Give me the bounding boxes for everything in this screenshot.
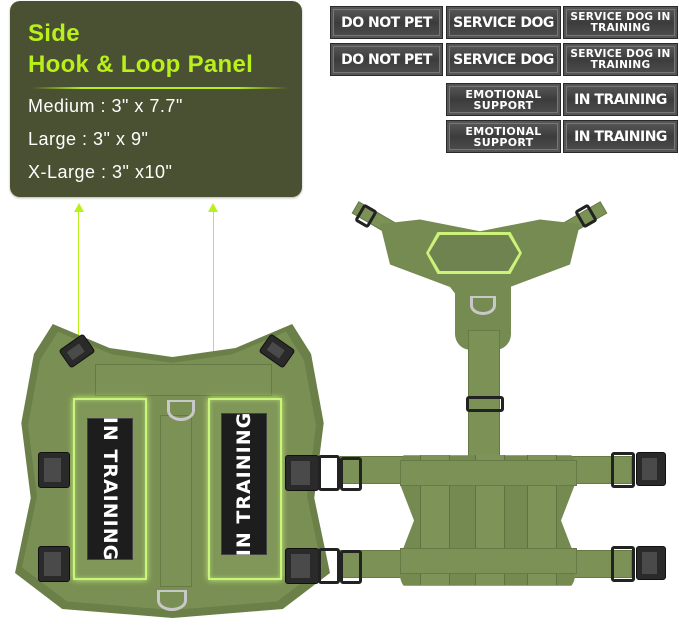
vest-handle xyxy=(160,415,192,587)
guide-line-right xyxy=(213,210,214,400)
size-large: Large : 3" x 9" xyxy=(28,129,149,149)
center-strap xyxy=(468,330,500,457)
strap-slider xyxy=(318,548,340,584)
d-ring-icon xyxy=(167,400,195,421)
arrow-up-icon xyxy=(74,203,84,212)
hook-loop-panel-chest xyxy=(429,235,519,271)
info-title-panel: Hook & Loop Panel xyxy=(28,51,254,78)
d-ring-icon xyxy=(470,296,496,315)
buckle-icon xyxy=(636,452,666,486)
patch-do-not-pet: DO NOT PET xyxy=(330,6,443,39)
strap-slider xyxy=(318,455,340,491)
buckle-icon xyxy=(285,548,319,584)
strap-slider xyxy=(340,550,362,584)
patch-do-not-pet: DO NOT PET xyxy=(330,43,443,76)
strap-slider xyxy=(611,452,635,488)
strap-slider xyxy=(466,396,504,412)
buckle-icon xyxy=(636,546,666,580)
buckle-icon xyxy=(38,546,70,582)
arrow-up-icon xyxy=(208,203,218,212)
patch-service-dog: SERVICE DOG xyxy=(446,6,561,39)
patch-emotional-support: EMOTIONAL SUPPORT xyxy=(446,120,561,153)
patch-service-dog: SERVICE DOG xyxy=(446,43,561,76)
size-info-box: Side Hook & Loop Panel Medium : 3" x 7.7… xyxy=(10,1,302,197)
divider xyxy=(32,87,288,89)
vest-top-strap xyxy=(95,364,272,396)
d-ring-icon xyxy=(157,590,187,611)
strap-slider xyxy=(611,546,635,582)
info-title-side: Side xyxy=(28,20,80,47)
strap-slider xyxy=(340,457,362,491)
patch-service-dog-in-training: SERVICE DOG IN TRAINING xyxy=(563,6,678,39)
patch-service-dog-in-training: SERVICE DOG IN TRAINING xyxy=(563,43,678,76)
size-medium: Medium : 3" x 7.7" xyxy=(28,96,183,116)
patch-emotional-support: EMOTIONAL SUPPORT xyxy=(446,83,561,116)
buckle-icon xyxy=(285,455,319,491)
guide-line-left xyxy=(78,210,79,400)
belly-webbing-h xyxy=(400,460,577,486)
patch-in-training: IN TRAINING xyxy=(563,120,678,153)
in-training-patch-right: IN TRAINING xyxy=(221,412,267,556)
patch-in-training: IN TRAINING xyxy=(563,83,678,116)
in-training-patch-left: IN TRAINING xyxy=(87,417,133,561)
belly-webbing-h xyxy=(400,548,577,574)
size-xlarge: X-Large : 3" x10" xyxy=(28,162,173,182)
buckle-icon xyxy=(38,452,70,488)
